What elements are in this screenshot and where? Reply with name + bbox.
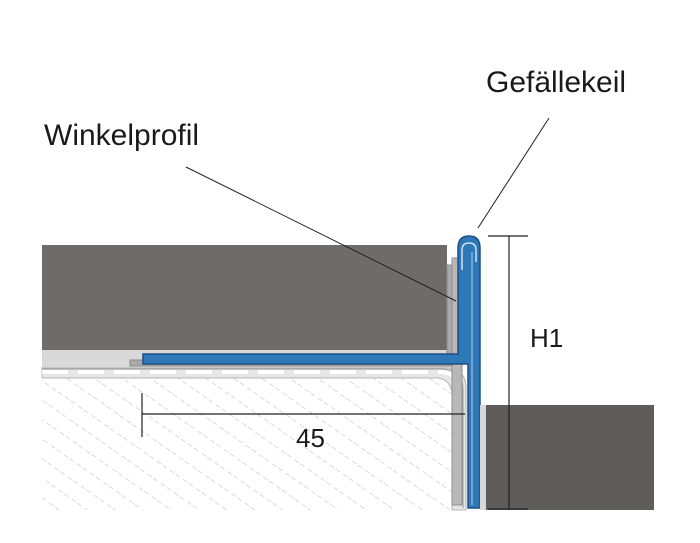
label-winkelprofil: Winkelprofil bbox=[44, 119, 199, 152]
leader-winkelprofil bbox=[185, 166, 457, 302]
upper-tile bbox=[42, 245, 447, 350]
label-45: 45 bbox=[296, 423, 325, 453]
joint-strip bbox=[480, 405, 486, 510]
h1-dimension bbox=[488, 235, 528, 510]
label-gefaellekeil: Gefällekeil bbox=[486, 66, 626, 99]
leader-gefaellekeil bbox=[477, 117, 550, 229]
width-dimension bbox=[141, 393, 465, 437]
screed-hatched-area bbox=[42, 375, 464, 510]
lower-tile bbox=[486, 405, 654, 510]
label-h1: H1 bbox=[530, 323, 563, 353]
slope-wedge-profile bbox=[142, 235, 481, 509]
slope-wedge-hook bbox=[461, 242, 477, 270]
